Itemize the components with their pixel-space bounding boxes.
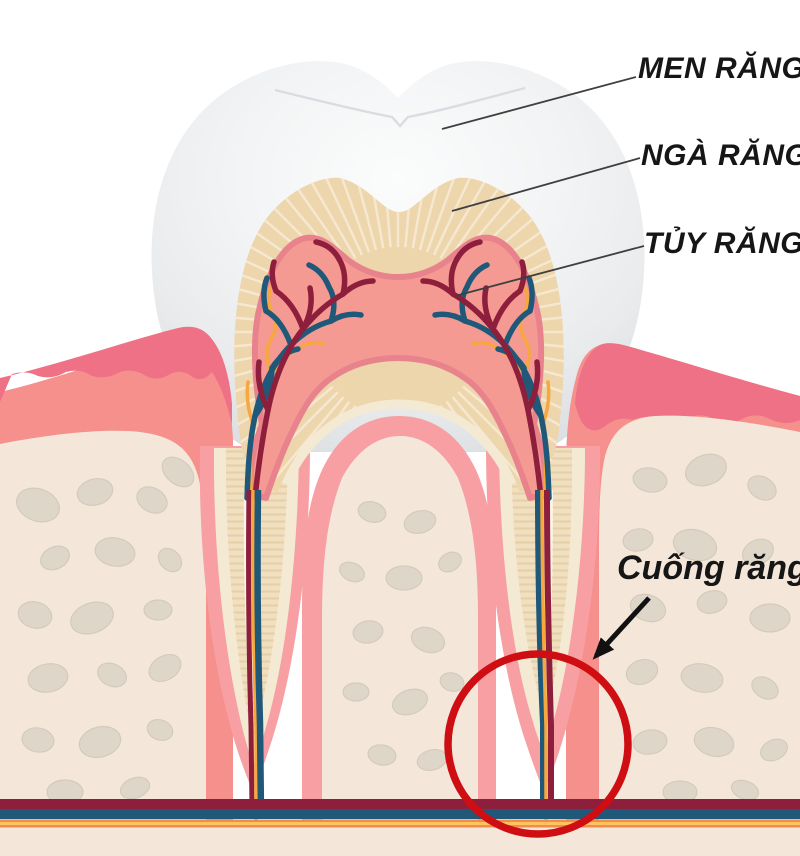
vein-bundle	[0, 809, 800, 819]
pulp-vessels-right	[420, 239, 552, 501]
label-pulp: TỦY RĂNG	[644, 227, 800, 260]
bone-trabeculae-right	[622, 453, 791, 804]
leader-line-dentin	[451, 157, 641, 212]
arrow-root-apex	[592, 596, 651, 660]
bone-left	[0, 430, 206, 856]
canal-vessels-right	[535, 489, 554, 824]
label-dentin: NGÀ RĂNG	[641, 139, 800, 172]
neurovascular-bundle	[0, 799, 800, 828]
label-root-apex: Cuống răng	[617, 549, 800, 587]
gum-margin-right	[575, 343, 800, 431]
gum-margin-left	[0, 326, 232, 424]
leader-line-enamel	[441, 76, 637, 130]
label-enamel: MEN RĂNG	[638, 52, 800, 85]
leader-line-pulp	[454, 245, 645, 297]
gum-right	[566, 343, 800, 856]
canal-vessels-left	[246, 489, 265, 824]
bone-trabeculae-left	[16, 456, 195, 805]
gum-left	[0, 326, 233, 856]
enamel-crease-line	[274, 86, 526, 128]
highlight-circle-root-apex	[444, 650, 632, 838]
interradicular-bone	[302, 416, 496, 856]
